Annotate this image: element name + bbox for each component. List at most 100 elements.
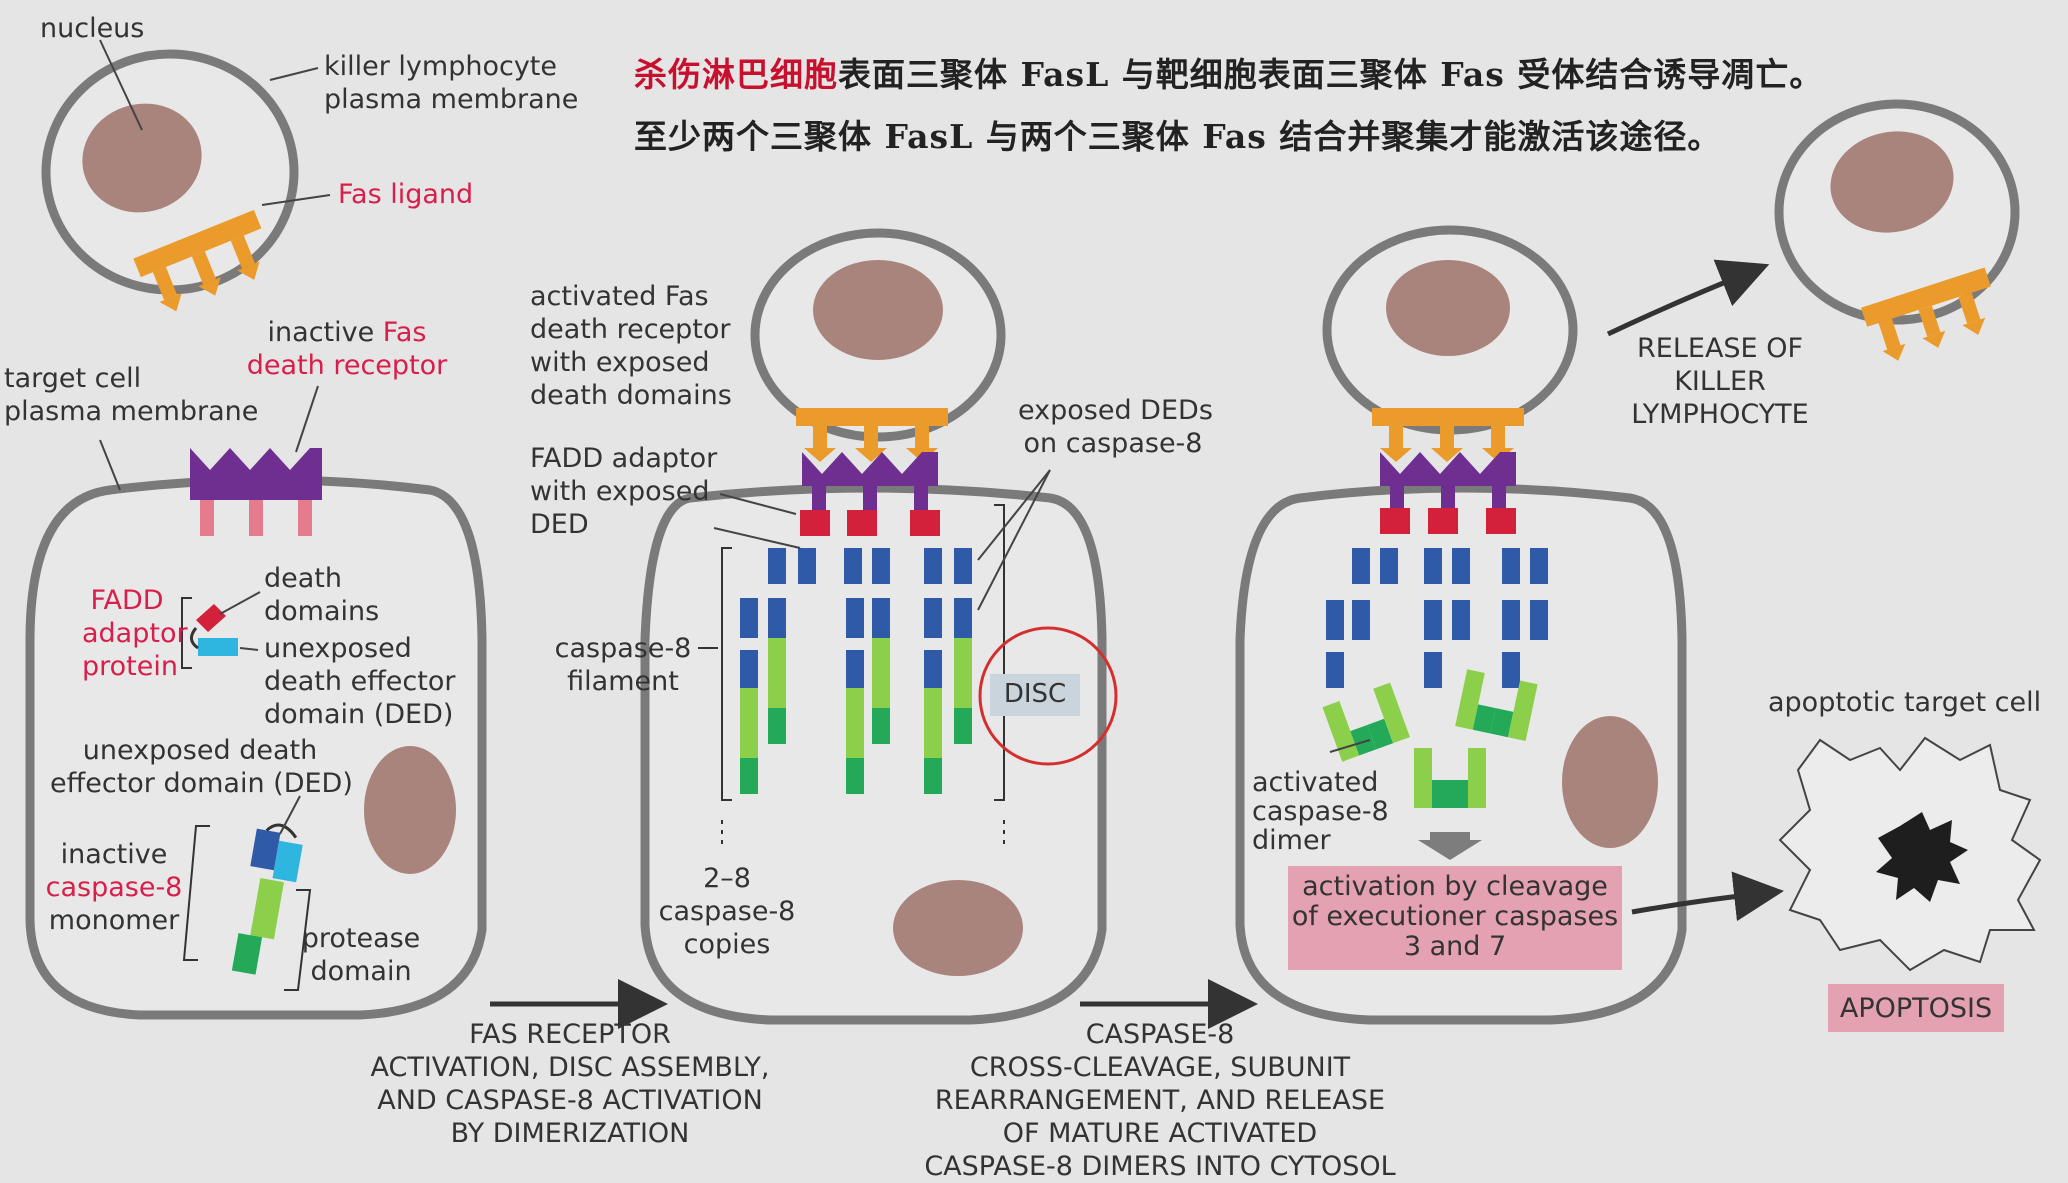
label-nucleus: nucleus: [40, 13, 145, 44]
label-filament-line-2: filament: [567, 666, 679, 697]
disc-box: [990, 674, 1080, 716]
label-inactive-c8-line-1: inactive: [60, 839, 168, 870]
label-release-killer: RELEASE OF KILLER LYMPHOCYTE: [1600, 332, 1840, 431]
step-1-caption: FAS RECEPTOR ACTIVATION, DISC ASSEMBLY, …: [340, 1018, 800, 1150]
middle-ligand-receptor-complex: [796, 408, 948, 536]
label-target-membrane: target cell plasma membrane: [4, 362, 258, 428]
label-unexposed-ded-line-1: unexposed death: [82, 735, 318, 766]
step-1-line-4: BY DIMERIZATION: [450, 1118, 690, 1149]
label-executioner-line-2: of executioner caspases: [1291, 901, 1619, 932]
executioner-box: [1288, 866, 1622, 970]
label-filament-line-1: caspase-8: [554, 633, 692, 664]
label-executioner-line-3: 3 and 7: [1403, 931, 1507, 962]
caspase-8-filament: [740, 548, 972, 794]
step-2-line-3: REARRANGEMENT, AND RELEASE: [934, 1085, 1386, 1116]
middle-killer-nucleus: [813, 260, 943, 360]
label-fadd-exposed-line-1: FADD adaptor: [530, 443, 718, 474]
header-line-2: 至少两个三聚体 FasL 与两个三聚体 Fas 结合并聚集才能激活该途径。: [634, 117, 1722, 156]
label-fadd-exposed-line-2: with exposed: [530, 476, 710, 507]
right-ligand-receptor-complex: [1326, 408, 1548, 688]
label-protease-line-2: domain: [310, 956, 412, 987]
right-panel: [1235, 225, 1687, 1025]
label-activated-dimer-line-2: caspase-8: [1252, 796, 1389, 827]
apoptosis-arrow: [1631, 871, 1784, 922]
label-death-receptor: death receptor: [246, 350, 448, 381]
step-2-line-2: CROSS-CLEAVAGE, SUBUNIT: [969, 1052, 1351, 1083]
label-inactive-c8-line-3: monomer: [48, 905, 180, 936]
step-2-line-5: CASPASE-8 DIMERS INTO CYTOSOL: [924, 1151, 1396, 1182]
step-1-line-3: AND CASPASE-8 ACTIVATION: [377, 1085, 763, 1116]
fas-ligand-trimer: [133, 209, 262, 312]
step-2-line-1: CASPASE-8: [1085, 1019, 1235, 1050]
label-killer-membrane: killer lymphocyte plasma membrane: [324, 50, 578, 116]
label-disc: DISC: [1003, 679, 1067, 709]
label-executioner-caspases: activation by cleavage of executioner ca…: [1288, 872, 1622, 962]
label-activated-dimer: activated caspase-8 dimer: [1252, 768, 1389, 855]
label-copies-line-1: 2–8: [703, 863, 751, 894]
header-highlight: 杀伤淋巴细胞: [634, 55, 838, 94]
released-killer-lymphocyte: [1774, 99, 2020, 361]
header-line-1-rest: 表面三聚体 FasL 与靶细胞表面三聚体 Fas 受体结合诱导凋亡。: [838, 55, 1824, 94]
label-target-membrane-line-1: target cell: [4, 363, 142, 394]
label-unexposed-line-3: domain (DED): [264, 699, 454, 730]
label-release-line-3: LYMPHOCYTE: [1631, 399, 1809, 430]
middle-panel: [640, 228, 1118, 1025]
label-death-domains: death domains: [264, 562, 379, 628]
apoptotic-target-cell: [1778, 736, 2042, 972]
apoptosis-box: [1828, 984, 2004, 1032]
label-apoptosis: APOPTOSIS: [1839, 993, 1993, 1024]
label-exposed-deds: exposed DEDs on caspase-8: [1018, 394, 1213, 460]
killer-nucleus: [82, 103, 202, 213]
inactive-fas-receptor: [190, 448, 322, 536]
step-2-caption: CASPASE-8 CROSS-CLEAVAGE, SUBUNIT REARRA…: [890, 1018, 1430, 1183]
target-nucleus-1: [364, 746, 456, 874]
label-inactive-fas-word: Fas: [382, 317, 427, 348]
right-killer-nucleus: [1386, 260, 1510, 356]
label-killer-membrane-line-1: killer lymphocyte: [324, 51, 558, 82]
inactive-caspase-8-monomer: [231, 823, 303, 975]
label-unexposed-line-2: death effector: [264, 666, 456, 697]
label-release-line-2: KILLER: [1674, 366, 1766, 397]
fadd-adaptor-protein: [190, 604, 238, 656]
label-exposed-deds-line-2: on caspase-8: [1023, 428, 1203, 459]
label-activated-fas-line-1: activated Fas: [530, 281, 709, 312]
label-inactive-fas-receptor: inactive Fas death receptor: [232, 316, 462, 382]
label-release-line-1: RELEASE OF: [1637, 333, 1803, 364]
down-arrow: [1418, 832, 1482, 860]
label-activated-fas: activated Fas death receptor with expose…: [530, 280, 732, 412]
label-protease-line-1: protease: [301, 923, 421, 954]
label-unexposed-line-1: unexposed: [264, 633, 412, 664]
label-inactive-caspase-8: inactive caspase-8 monomer: [44, 838, 184, 937]
label-copies-line-2: caspase-8: [658, 896, 796, 927]
label-activated-fas-line-3: with exposed: [530, 347, 710, 378]
right-target-nucleus: [1562, 716, 1658, 848]
label-target-membrane-line-2: plasma membrane: [4, 396, 259, 427]
label-exposed-deds-line-1: exposed DEDs: [1018, 395, 1213, 426]
label-unexposed-ded-2: unexposed death effector domain (DED): [50, 734, 353, 800]
header-line-1: 杀伤淋巴细胞表面三聚体 FasL 与靶细胞表面三聚体 Fas 受体结合诱导凋亡。: [634, 48, 1823, 96]
label-death-domains-line-1: death: [264, 563, 342, 594]
label-fadd-exposed-line-3: DED: [530, 509, 589, 540]
label-inactive-word: inactive: [267, 317, 383, 348]
label-copies-line-3: copies: [683, 929, 771, 960]
middle-target-nucleus: [893, 880, 1023, 976]
label-death-domains-line-2: domains: [264, 596, 380, 627]
label-activated-fas-line-4: death domains: [530, 380, 732, 411]
condensed-nucleus: [1876, 812, 1968, 902]
label-fadd-line-2: adaptor: [82, 618, 188, 649]
label-executioner-line-1: activation by cleavage: [1302, 871, 1608, 902]
label-protease-domain: protease domain: [296, 922, 426, 988]
target-cell-1: [25, 385, 487, 1020]
killer-lymphocyte-cell: [41, 39, 331, 312]
label-activated-dimer-line-3: dimer: [1252, 825, 1331, 856]
label-inactive-c8-line-2: caspase-8: [45, 872, 183, 903]
label-caspase-8-copies: 2–8 caspase-8 copies: [652, 862, 802, 961]
label-fadd-exposed: FADD adaptor with exposed DED: [530, 442, 717, 541]
label-apoptotic-cell: apoptotic target cell: [1768, 687, 2042, 718]
label-killer-membrane-line-2: plasma membrane: [324, 84, 579, 115]
label-activated-fas-line-2: death receptor: [530, 314, 731, 345]
step-1-line-2: ACTIVATION, DISC ASSEMBLY,: [370, 1052, 770, 1083]
disc-circle: [978, 626, 1118, 766]
label-fadd-line-1: FADD: [90, 585, 164, 616]
